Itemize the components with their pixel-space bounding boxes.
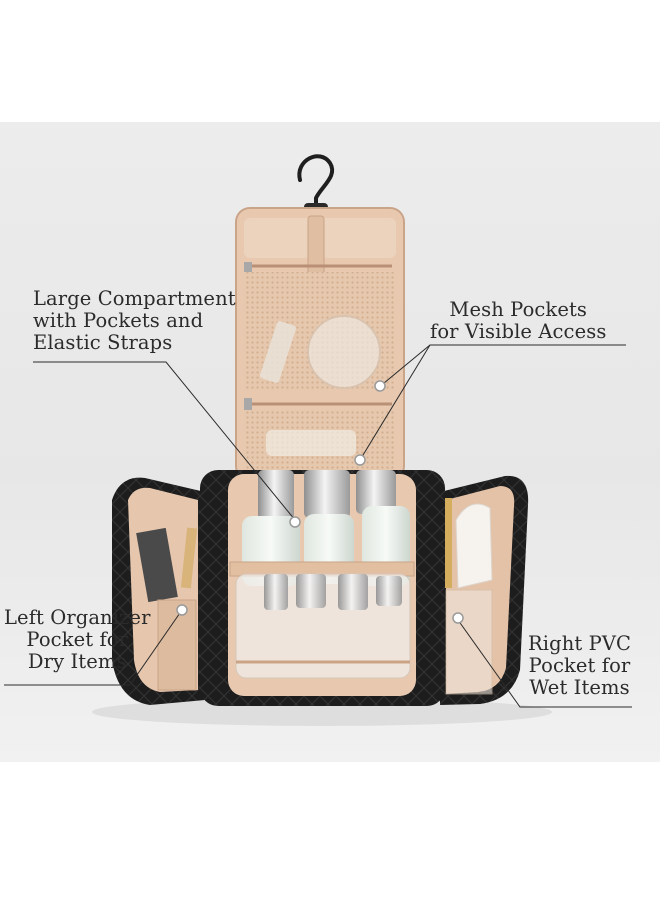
callout-line: Pocket for	[528, 654, 631, 677]
leader-left	[4, 609, 183, 686]
leader-mesh-lower	[359, 344, 431, 461]
callout-dots	[176, 380, 464, 624]
callout-line: Elastic Straps	[33, 331, 173, 354]
lid-panel	[235, 207, 405, 481]
main-compartment	[200, 470, 445, 706]
callout-line: for Visible Access	[430, 320, 607, 343]
leader-mesh-upper	[377, 344, 626, 389]
right-pvc-pocket	[440, 475, 529, 705]
callout-line: Right PVC	[528, 632, 632, 655]
callout-left-pocket: Left Organizer Pocket for Dry Items	[4, 607, 151, 673]
callout-right-pocket: Right PVC Pocket for Wet Items	[528, 633, 631, 699]
left-organizer-pocket	[112, 477, 205, 705]
callout-line: Mesh Pockets	[449, 298, 588, 321]
callout-line: with Pockets and	[33, 309, 204, 332]
callout-large-compartment: Large Compartment with Pockets and Elast…	[33, 288, 236, 354]
leader-large	[33, 361, 296, 521]
callout-line: Wet Items	[529, 676, 630, 699]
leader-right	[457, 619, 632, 708]
callout-line: Dry Items	[27, 650, 127, 673]
callout-line: Left Organizer	[4, 606, 151, 629]
callout-line: Large Compartment	[33, 287, 236, 310]
floor-shadow	[92, 698, 552, 726]
hanger-hook-icon	[297, 154, 335, 214]
callout-line: Pocket for	[26, 628, 129, 651]
callout-mesh-pockets: Mesh Pockets for Visible Access	[430, 299, 606, 343]
callout-leaders	[4, 344, 632, 708]
